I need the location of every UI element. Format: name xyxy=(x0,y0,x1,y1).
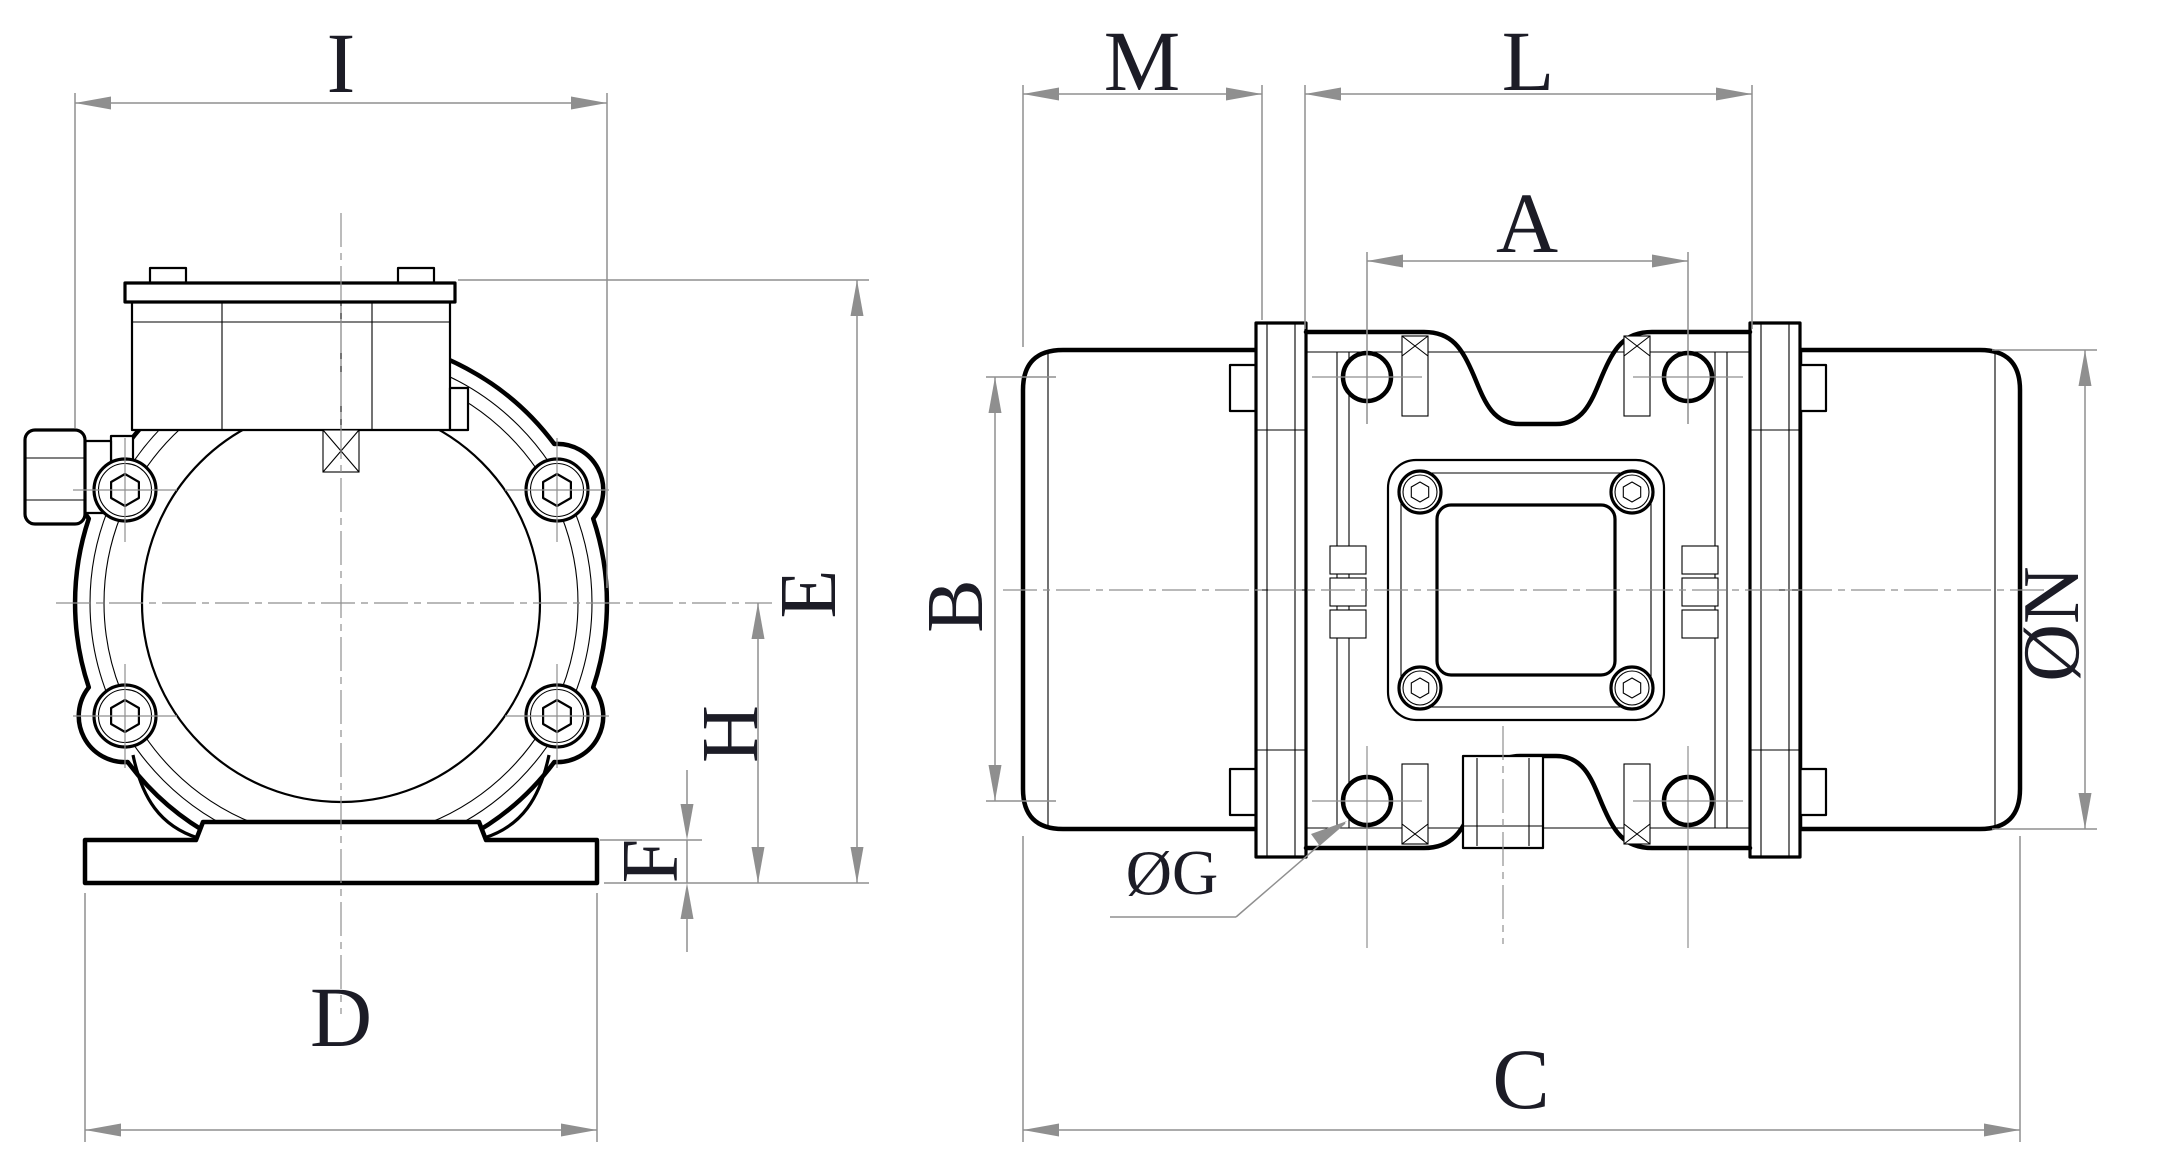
dim-A: A xyxy=(1366,175,1689,424)
gland-body xyxy=(23,428,87,526)
tab xyxy=(1228,767,1260,817)
front-view xyxy=(23,266,610,886)
housing-outline xyxy=(72,334,610,872)
dim-H: H xyxy=(687,603,775,883)
dim-label-e: E xyxy=(765,570,853,619)
dim-label-l: L xyxy=(1502,13,1555,109)
terminal-box xyxy=(123,266,470,473)
terminal-box-lid xyxy=(123,281,457,304)
dim-label-i: I xyxy=(327,15,356,111)
box-side-boss xyxy=(448,386,470,432)
dim-label-h: H xyxy=(687,705,775,763)
tab xyxy=(1796,363,1828,413)
tab xyxy=(1228,363,1260,413)
dim-label-m: M xyxy=(1104,13,1180,109)
dim-B: B xyxy=(912,376,1056,802)
center-marks-side xyxy=(1312,376,1743,948)
dim-N: ØN xyxy=(1992,349,2097,830)
window-screw xyxy=(1397,665,1443,711)
window-screw xyxy=(1609,469,1655,515)
dimensions-front: I D E H xyxy=(74,15,869,1142)
dim-label-n: ØN xyxy=(2008,566,2096,682)
gusset-right xyxy=(483,754,551,840)
dim-label-d: D xyxy=(310,969,372,1065)
dim-L: L xyxy=(1304,13,1753,329)
dim-D: D xyxy=(84,893,598,1142)
dim-label-c: C xyxy=(1492,1031,1549,1127)
dimensions-side: M L A B xyxy=(912,13,2097,1142)
rib-stack-right xyxy=(1681,545,1719,639)
tab xyxy=(1796,767,1828,817)
boss-ribs xyxy=(1401,335,1651,845)
window-screw xyxy=(1609,665,1655,711)
dim-C: C xyxy=(1022,836,2021,1142)
dim-label-b: B xyxy=(912,579,1000,632)
gusset-left xyxy=(131,754,199,840)
body-top-outline xyxy=(1303,329,1753,427)
dim-label-f: F xyxy=(607,839,695,884)
terminal-box-body xyxy=(130,300,452,432)
dim-label-a: A xyxy=(1496,175,1558,271)
center-marks-front xyxy=(73,438,609,768)
dim-label-g: ØG xyxy=(1126,837,1218,908)
dim-I: I xyxy=(74,15,608,588)
window-screw xyxy=(1397,469,1443,515)
dim-G-leader: ØG xyxy=(1110,821,1347,918)
rib-stack-left xyxy=(1329,545,1367,639)
centerlines xyxy=(56,213,2052,1014)
dim-F: F xyxy=(600,770,702,952)
dim-M: M xyxy=(1022,13,1263,347)
dim-E: E xyxy=(458,279,869,884)
